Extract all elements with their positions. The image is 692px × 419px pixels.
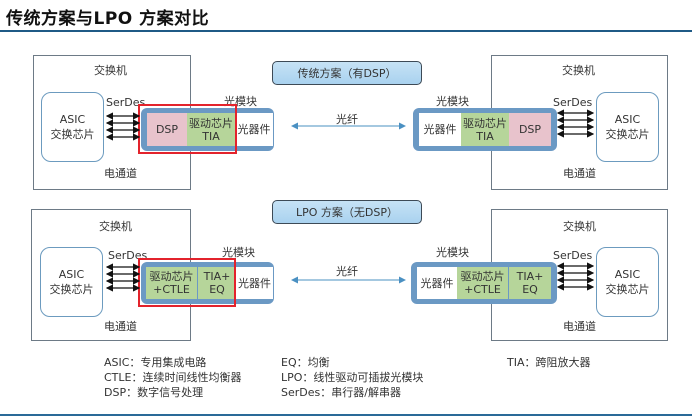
left-serdes-label: SerDes (106, 96, 146, 109)
optical-device: 光器件 (417, 267, 457, 299)
left-switch-label: 交换机 (94, 64, 127, 77)
legend-item: EQ：均衡 (281, 356, 330, 369)
right-serdes-label: SerDes (553, 96, 593, 109)
page-title: 传统方案与LPO 方案对比 (6, 9, 210, 29)
legend-col-3: TIA：跨阻放大器 (507, 355, 591, 370)
right-switch-label: 交换机 (563, 220, 596, 233)
optical-device: 光器件 (236, 267, 273, 299)
legend-item: SerDes：串行器/解串器 (281, 386, 401, 399)
serdes-arrows (105, 109, 595, 292)
left-serdes-label: SerDes (108, 249, 148, 262)
asic-sublabel: 交换芯片 (50, 128, 95, 141)
right-switch-label: 交换机 (562, 64, 595, 77)
tia-eq-chip: TIA+EQ (198, 267, 236, 299)
dsp-chip: DSP (147, 113, 187, 146)
left-asic-chip: ASIC 交换芯片 (41, 92, 104, 162)
asic-label: ASIC (59, 113, 86, 126)
right-channel-label: 电通道 (563, 167, 596, 180)
dsp-chip: DSP (509, 113, 551, 146)
right-channel-label: 电通道 (563, 320, 596, 333)
left-channel-label: 电通道 (104, 320, 137, 333)
left-channel-label: 电通道 (104, 167, 137, 180)
traditional-scheme-label: 传统方案（有DSP） (272, 61, 422, 85)
fiber-label: 光纤 (336, 265, 358, 278)
legend-item: DSP：数字信号处理 (104, 386, 204, 399)
legend-item: LPO：线性驱动可插拔光模块 (281, 371, 424, 384)
legend-item: ASIC：专用集成电路 (104, 356, 207, 369)
lpo-scheme-label: LPO 方案（无DSP） (272, 200, 422, 224)
tia-eq-chip: TIA+EQ (509, 267, 551, 299)
right-serdes-label: SerDes (553, 249, 593, 262)
driver-ctle-chip: 驱动芯片+CTLE (146, 267, 197, 299)
legend-col-1: ASIC：专用集成电路 CTLE：连续时间线性均衡器 DSP：数字信号处理 (104, 355, 241, 400)
left-optical-module: 驱动芯片+CTLE TIA+EQ 光器件 (141, 262, 274, 304)
left-module-label: 光模块 (222, 246, 255, 259)
fiber-arrows (291, 122, 406, 284)
right-optical-module: 光器件 驱动芯片+CTLE TIA+EQ (411, 262, 557, 304)
left-switch-label: 交换机 (99, 220, 132, 233)
legend-item: CTLE：连续时间线性均衡器 (104, 371, 242, 384)
driver-ctle-chip: 驱动芯片+CTLE (457, 267, 508, 299)
optical-device: 光器件 (235, 113, 273, 146)
right-module-label: 光模块 (436, 246, 469, 259)
legend-col-2: EQ：均衡 LPO：线性驱动可插拔光模块 SerDes：串行器/解串器 (281, 355, 423, 400)
bottom-rule (0, 414, 692, 416)
right-module-label: 光模块 (436, 95, 469, 108)
optical-device: 光器件 (419, 113, 461, 146)
title-rule (0, 30, 692, 32)
legend-item: TIA：跨阻放大器 (507, 356, 591, 369)
